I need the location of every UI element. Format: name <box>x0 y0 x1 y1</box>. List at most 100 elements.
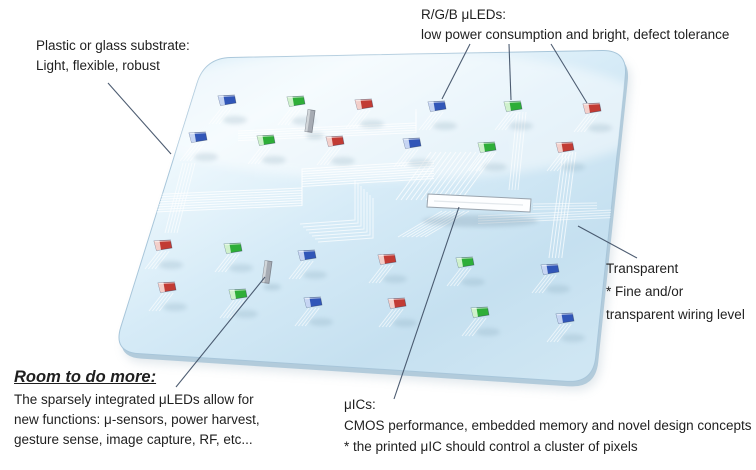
led-shadow <box>561 163 585 171</box>
led-shadow <box>393 319 417 327</box>
led-chip-green <box>470 306 490 318</box>
annotation-transparent-wiring: Transparent * Fine and/or transparent wi… <box>606 257 745 326</box>
led-chip-blue <box>402 137 422 149</box>
led-chip-red <box>325 135 345 147</box>
led-chip-green <box>228 288 248 300</box>
wiring-stub <box>393 148 419 168</box>
led-chip-red <box>157 281 177 293</box>
wiring-stub <box>546 323 572 343</box>
led-shadow <box>303 271 327 279</box>
led-chip-blue <box>427 100 447 112</box>
wiring-stub <box>148 292 174 312</box>
led-shadow <box>194 153 218 161</box>
led-shadow <box>476 328 500 336</box>
led-chip-green <box>455 256 475 268</box>
annotation-text-line: new functions: μ-sensors, power harvest, <box>14 412 260 427</box>
leader-line <box>550 43 588 104</box>
led-chip-red <box>354 98 374 110</box>
printed-ic-shadow <box>422 215 538 227</box>
annotation-substrate: Plastic or glass substrate: Light, flexi… <box>36 36 190 76</box>
led-chip-blue <box>297 249 317 261</box>
led-shadow <box>588 124 612 132</box>
led-shadow <box>331 157 355 165</box>
led-shadow <box>483 163 507 171</box>
wiring-stub <box>494 111 520 131</box>
annotation-text-line: gesture sense, image capture, RF, etc... <box>14 432 253 447</box>
wiring-bus <box>299 180 374 243</box>
wiring-stub <box>468 152 494 172</box>
wiring-bus <box>237 109 417 142</box>
led-chip-red <box>153 239 173 251</box>
wiring-stub <box>573 113 599 133</box>
wiring-bus <box>395 151 497 201</box>
led-chip-green <box>503 100 523 112</box>
leader-line <box>393 206 460 400</box>
micro-ic-shadow <box>306 132 324 140</box>
led-chip-blue <box>555 312 575 324</box>
wiring-bus <box>532 202 598 210</box>
annotation-heading: Room to do more: <box>14 368 157 386</box>
led-chip-blue <box>303 296 323 308</box>
annotation-text-line: CMOS performance, embedded memory and no… <box>344 418 752 433</box>
led-shadow <box>159 261 183 269</box>
annotation-text-line: Transparent <box>606 261 679 276</box>
led-shadow <box>360 120 384 128</box>
wiring-stub <box>531 274 557 294</box>
led-shadow <box>546 285 570 293</box>
led-shadow <box>223 116 247 124</box>
wiring-stub <box>214 253 240 273</box>
annotation-text-line: * the printed μIC should control a clust… <box>344 439 638 454</box>
annotation-text-line: Light, flexible, robust <box>36 58 160 73</box>
annotation-text-line: μICs: <box>344 397 376 412</box>
wiring-stub <box>288 260 314 280</box>
led-shadow <box>262 156 286 164</box>
wiring-stub <box>345 109 371 129</box>
wiring-stub <box>368 264 394 284</box>
micro-ic-chip <box>304 109 316 133</box>
wiring-stub <box>208 105 234 125</box>
led-chip-blue <box>188 131 208 143</box>
led-shadow <box>561 334 585 342</box>
annotation-text-line: transparent wiring level <box>606 307 745 322</box>
leader-line <box>577 225 638 259</box>
led-shadow <box>234 310 258 318</box>
wiring-stub <box>546 152 572 172</box>
annotation-micro-ics: μICs: CMOS performance, embedded memory … <box>344 394 751 457</box>
wiring-stub <box>316 146 342 166</box>
led-chip-blue <box>540 263 560 275</box>
leader-line <box>107 82 172 155</box>
wiring-stub <box>418 111 444 131</box>
led-shadow <box>408 159 432 167</box>
led-chip-red <box>377 253 397 265</box>
led-chip-red <box>582 102 602 114</box>
led-shadow <box>163 303 187 311</box>
wiring-stub <box>461 317 487 337</box>
annotation-text-line: The sparsely integrated μLEDs allow for <box>14 392 254 407</box>
led-chip-green <box>223 242 243 254</box>
annotation-text-line: * Fine and/or <box>606 284 684 299</box>
led-shadow <box>433 122 457 130</box>
wiring-stub <box>219 299 245 319</box>
wiring-bus <box>164 162 196 234</box>
wiring-stub <box>277 106 303 126</box>
led-chip-red <box>387 297 407 309</box>
led-chip-green <box>256 134 276 146</box>
led-chip-blue <box>217 94 237 106</box>
wiring-stub <box>247 145 273 165</box>
led-shadow <box>309 318 333 326</box>
leader-line <box>441 43 471 100</box>
led-shadow <box>383 275 407 283</box>
substrate-surface <box>120 50 626 343</box>
micro-ic-shadow <box>263 283 281 291</box>
wiring-stub <box>446 267 472 287</box>
wiring-stub <box>179 142 205 162</box>
annotation-room-to-do-more: Room to do more: The sparsely integrated… <box>14 367 260 450</box>
annotation-text-line: R/G/B μLEDs: <box>421 7 507 22</box>
led-chip-green <box>477 141 497 153</box>
led-chip-red <box>555 141 575 153</box>
led-shadow <box>509 122 533 130</box>
wiring-stub <box>294 307 320 327</box>
annotation-text-line: Plastic or glass substrate: <box>36 38 190 53</box>
